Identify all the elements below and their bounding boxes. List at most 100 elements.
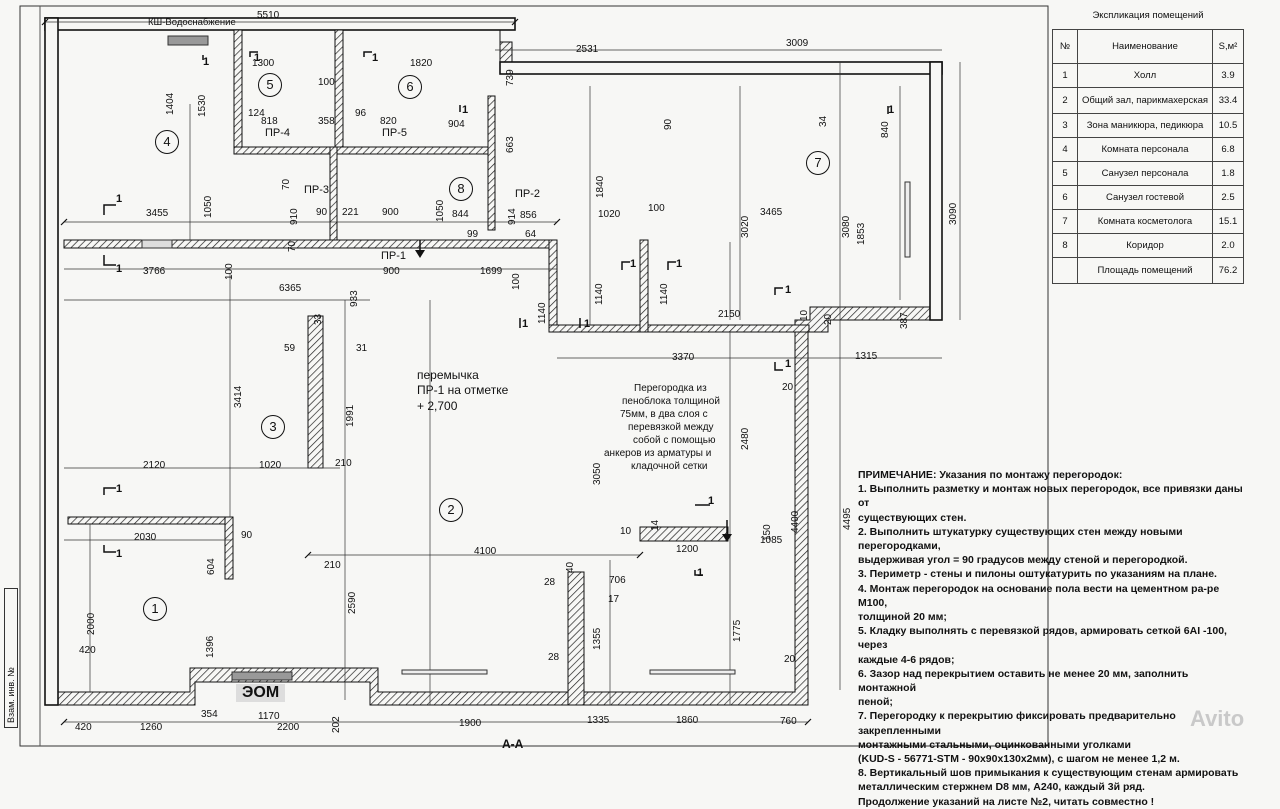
dimension-label: 1699 bbox=[480, 266, 503, 277]
dimension-label: 4100 bbox=[474, 546, 497, 557]
section-marker-label: 1 bbox=[116, 193, 123, 205]
section-marker-label: 1 bbox=[116, 548, 123, 560]
dimension-label: 1140 bbox=[659, 283, 670, 305]
notes-line: 2. Выполнить штукатурку существующих сте… bbox=[858, 525, 1183, 553]
dimension-label: 1991 bbox=[345, 404, 356, 427]
explication-header-n: № bbox=[1052, 28, 1078, 64]
lintel-note-1: перемычка bbox=[417, 368, 479, 382]
dimension-label: 1260 bbox=[140, 722, 163, 733]
dimension-label: 4400 bbox=[790, 510, 801, 533]
notes-lines: 1. Выполнить разметку и монтаж новых пер… bbox=[858, 482, 1248, 809]
section-marker-label: 1 bbox=[785, 358, 792, 370]
room-marker-8: 8 bbox=[449, 177, 473, 201]
section-marker-label: 1 bbox=[888, 104, 895, 116]
explication-cell: Санузел гостевой bbox=[1077, 184, 1213, 210]
sheet-frame bbox=[19, 5, 1049, 747]
dimension-label: 933 bbox=[349, 290, 360, 307]
notes-line: монтажными стальными, оцинкованными угол… bbox=[858, 738, 1131, 751]
dimension-label: 90 bbox=[316, 207, 328, 218]
dimension-label: 14 bbox=[650, 519, 661, 531]
explication-cell: 1 bbox=[1052, 62, 1078, 88]
dimension-label: 96 bbox=[355, 108, 367, 119]
explication-cell: Коридор bbox=[1077, 232, 1213, 258]
dimension-label: 20 bbox=[784, 654, 796, 665]
dimension-label: 70 bbox=[281, 178, 292, 190]
dimension-label: 1900 bbox=[459, 718, 482, 729]
dimension-label: 706 bbox=[609, 575, 626, 586]
dimension-label: 3465 bbox=[760, 207, 783, 218]
openings bbox=[141, 35, 911, 681]
floor-plan-drawing bbox=[19, 5, 1049, 747]
explication-total: 76.2 bbox=[1212, 256, 1244, 284]
explication-cell: Холл bbox=[1077, 62, 1213, 88]
dimension-label: 210 bbox=[335, 458, 352, 469]
section-marker-label: 1 bbox=[116, 483, 123, 495]
explication-cell: 2 bbox=[1052, 86, 1078, 114]
lintel-note-3: + 2,700 bbox=[417, 399, 458, 413]
dimension-label: 2150 bbox=[718, 309, 741, 320]
dimension-label: 1085 bbox=[760, 535, 783, 546]
dimension-label: 760 bbox=[780, 716, 797, 727]
dimension-label: 1140 bbox=[537, 302, 548, 324]
room-marker-5: 5 bbox=[258, 73, 282, 97]
dimension-label: 904 bbox=[448, 119, 465, 130]
dimension-label: 10 bbox=[799, 309, 810, 321]
partition-note-2: пеноблока толщиной bbox=[622, 396, 720, 407]
lintel-note-2: ПР-1 на отметке bbox=[417, 383, 509, 397]
dimension-label: 20 bbox=[782, 382, 794, 393]
dimension-label: 1530 bbox=[197, 94, 208, 117]
notes-line: существующих стен. bbox=[858, 511, 967, 524]
room-marker-2: 2 bbox=[439, 498, 463, 522]
dimension-label: 100 bbox=[648, 203, 665, 214]
dimension-label: 900 bbox=[383, 266, 400, 277]
explication-cell: 10.5 bbox=[1212, 112, 1244, 138]
explication-header-area: S,м² bbox=[1212, 28, 1244, 64]
avito-watermark: Avito bbox=[1190, 706, 1245, 731]
dimension-label: 202 bbox=[331, 716, 342, 733]
explication-cell: Комната косметолога bbox=[1077, 208, 1213, 234]
dimension-label: 856 bbox=[520, 210, 537, 221]
explication-cell: 3.9 bbox=[1212, 62, 1244, 88]
notes-line: металлическим стержнем D8 мм, А240, кажд… bbox=[858, 781, 1145, 794]
dimension-label: 221 bbox=[342, 207, 359, 218]
dimension-label: 910 bbox=[289, 208, 300, 225]
room-marker-6: 6 bbox=[398, 75, 422, 99]
dimension-label: 1853 bbox=[856, 222, 867, 245]
explication-total-label: Площадь помещений bbox=[1077, 256, 1213, 284]
dimension-label: 2590 bbox=[347, 591, 358, 614]
section-marker-label: 1 bbox=[584, 318, 591, 330]
explication-cell: 6.8 bbox=[1212, 136, 1244, 162]
dimension-label: 420 bbox=[75, 722, 92, 733]
dimension-label: 387 bbox=[899, 312, 910, 329]
dimension-label: 1300 bbox=[252, 58, 275, 69]
dimension-label: 100 bbox=[224, 263, 235, 280]
explication-cell: Общий зал, парикмахерская bbox=[1077, 86, 1213, 114]
explication-cell: 1.8 bbox=[1212, 160, 1244, 186]
explication-cell: 4 bbox=[1052, 136, 1078, 162]
dimension-label: 99 bbox=[467, 229, 479, 240]
dimension-label: 818 bbox=[261, 116, 278, 127]
explication-header-name: Наименование bbox=[1077, 28, 1213, 64]
dimension-label: 10 bbox=[620, 526, 632, 537]
dimension-label: 124 bbox=[248, 108, 265, 119]
partition-note-3: 75мм, в два слоя с bbox=[620, 409, 708, 420]
dimension-label: 2030 bbox=[134, 532, 157, 543]
notes-line: (KUD-S - 56771-STM - 90х90х130х2мм), с ш… bbox=[858, 753, 1180, 766]
section-marker-label: 1 bbox=[116, 263, 123, 275]
section-markers bbox=[103, 51, 889, 576]
notes-line: 8. Вертикальный шов примыкания к существ… bbox=[858, 767, 1239, 780]
dimension-ticks bbox=[41, 18, 812, 726]
dimension-label: 1840 bbox=[595, 175, 606, 198]
section-marker-label: 1 bbox=[203, 56, 210, 68]
notes-line: пеной; bbox=[858, 696, 893, 709]
notes-line: каждые 4-6 рядов; bbox=[858, 653, 955, 666]
partition-note-5: собой с помощью bbox=[633, 435, 716, 446]
dimension-label: 90 bbox=[241, 530, 253, 541]
dimension-label: 1170 bbox=[258, 711, 280, 722]
section-marker-label: 1 bbox=[708, 495, 715, 507]
dimension-label: 28 bbox=[548, 652, 560, 663]
notes-line: Продолжение указаний на листе №2, читать… bbox=[858, 795, 1155, 808]
dimension-label: 1140 bbox=[594, 283, 605, 305]
section-marker-label: 1 bbox=[522, 318, 529, 330]
dimension-label: 70 bbox=[287, 240, 298, 252]
